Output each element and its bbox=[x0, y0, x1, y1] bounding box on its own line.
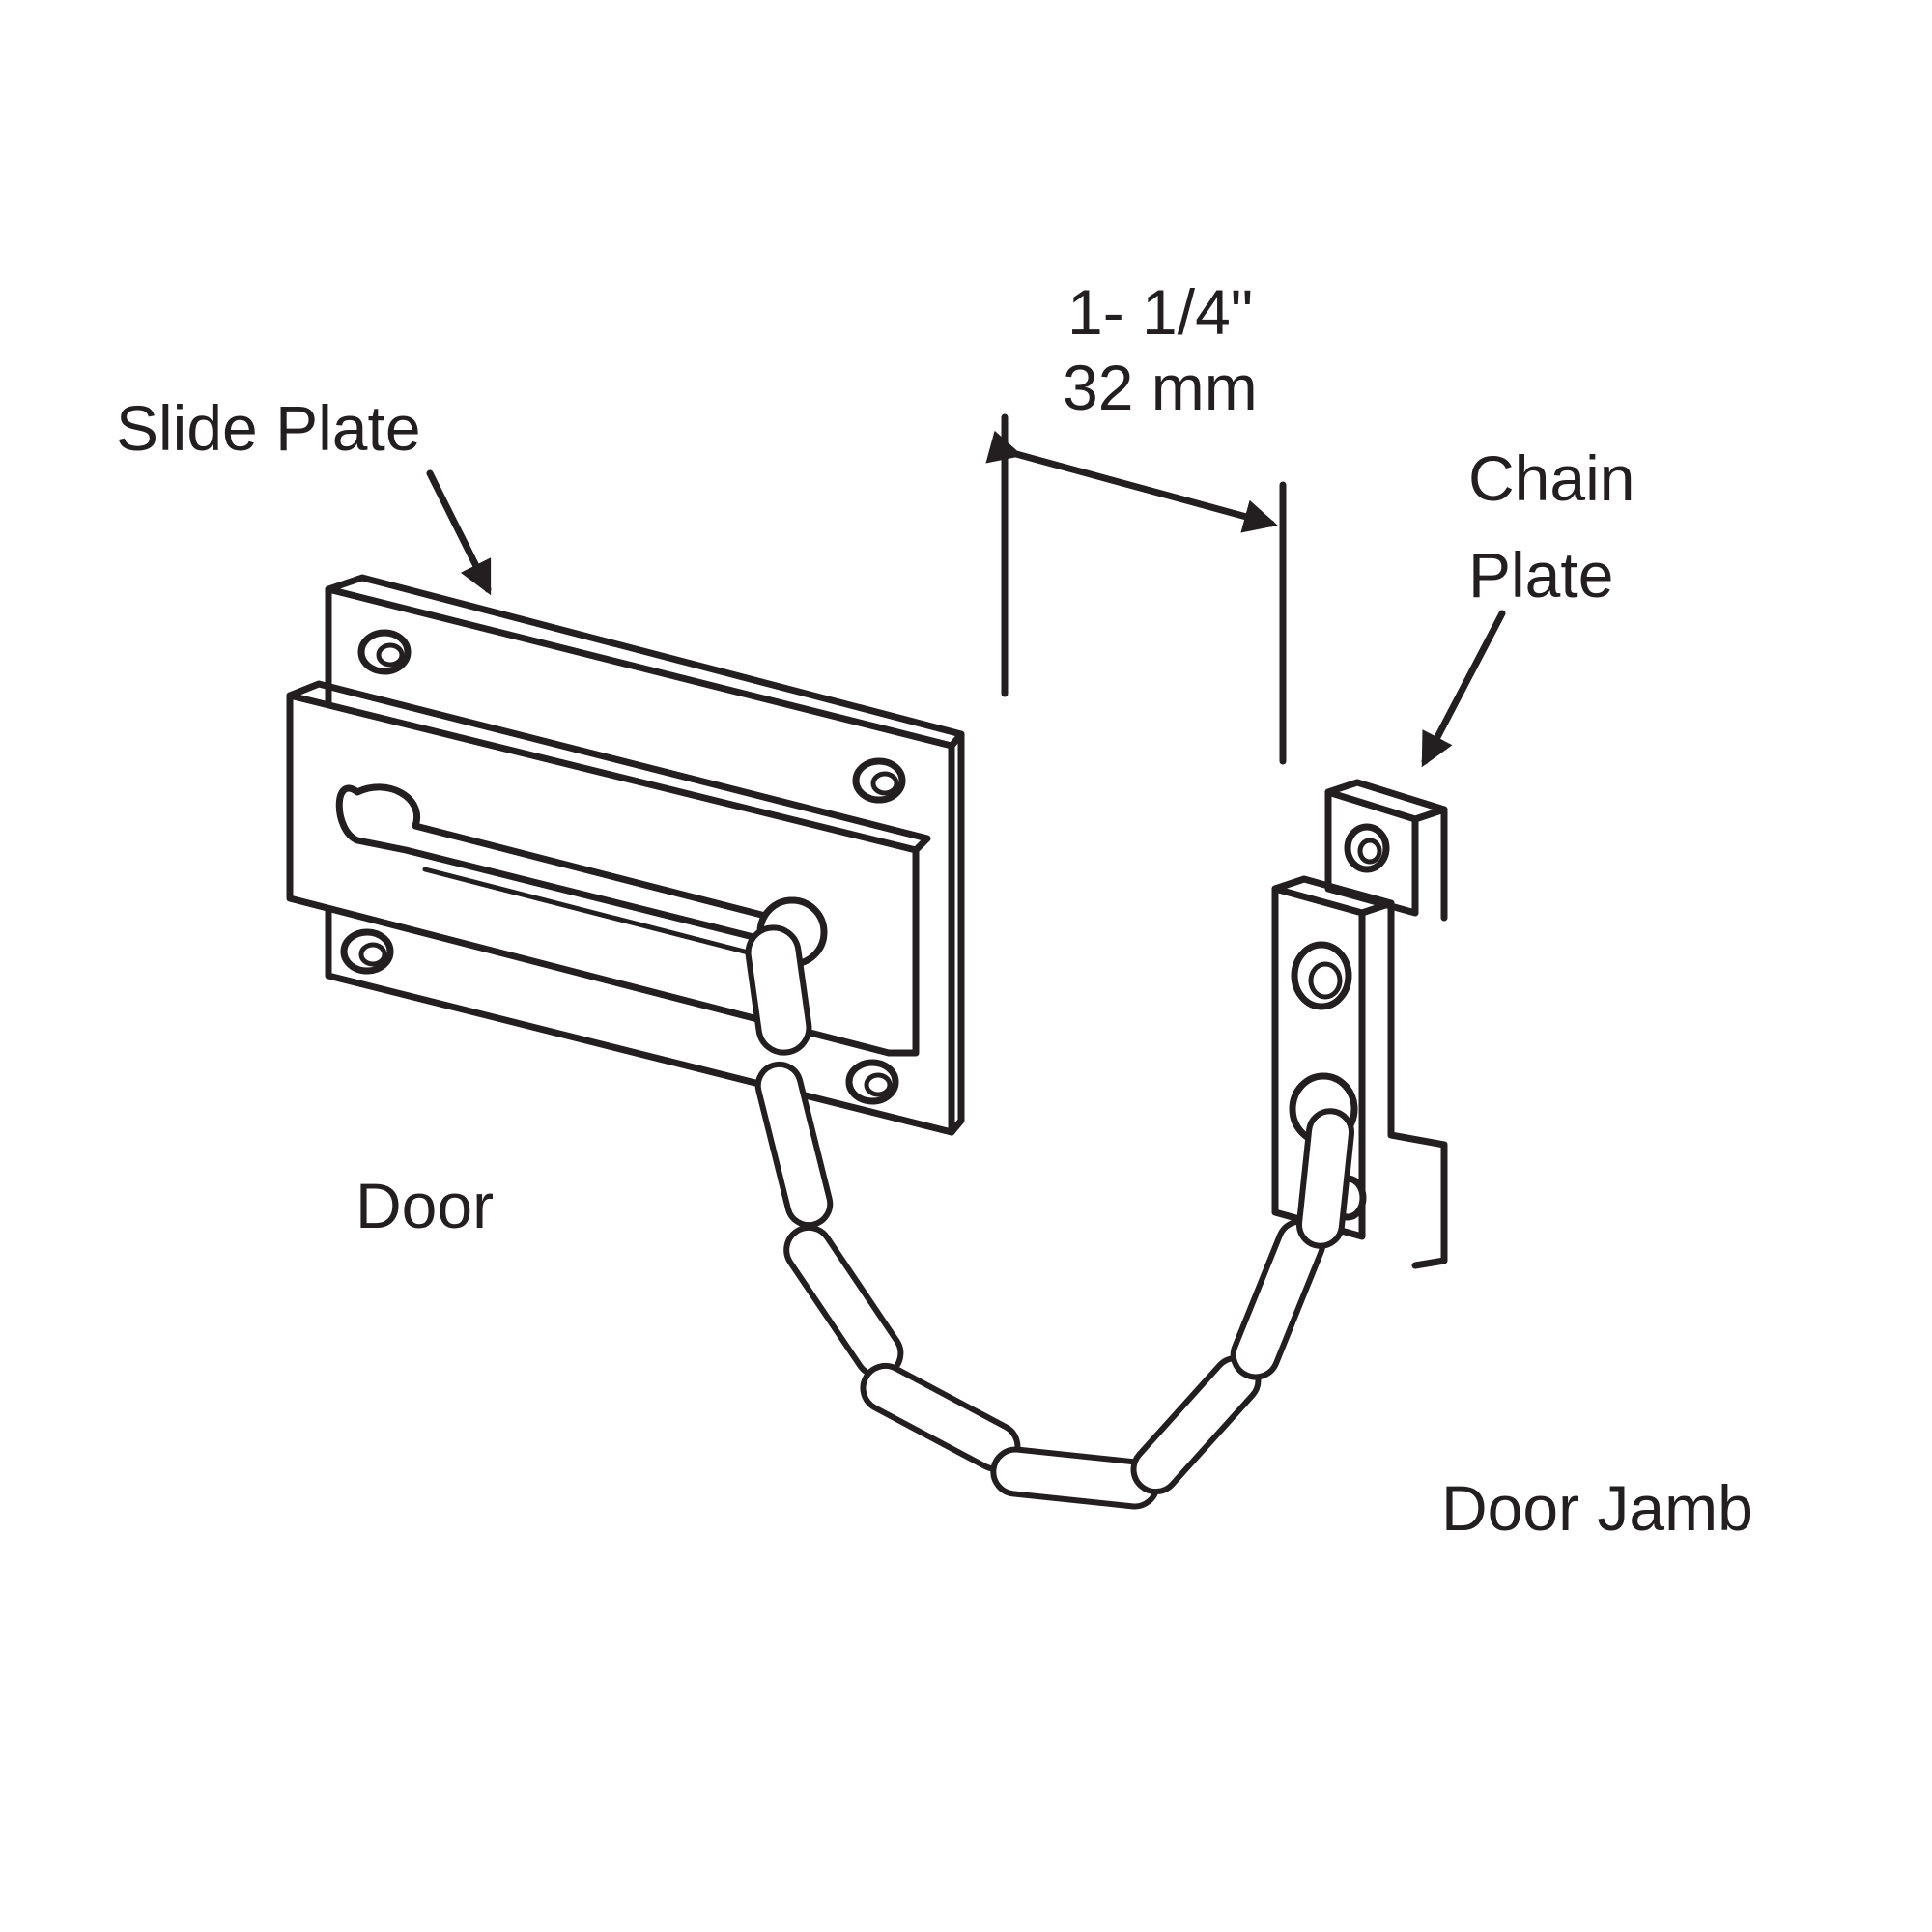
chain bbox=[745, 924, 1355, 1510]
chain-plate-label-line2: Plate bbox=[1468, 539, 1614, 611]
screw-hole-icon bbox=[357, 629, 412, 675]
chain-plate-label-line1: Chain bbox=[1468, 442, 1635, 514]
dimension-metric-label: 32 mm bbox=[1063, 352, 1258, 423]
slide-plate bbox=[286, 574, 965, 1136]
screw-hole-icon bbox=[1291, 941, 1352, 1010]
screw-hole-icon bbox=[852, 757, 906, 804]
dimension-imperial-label: 1- 1/4" bbox=[1067, 276, 1254, 348]
door-label: Door bbox=[355, 1170, 495, 1241]
dimension-markers bbox=[985, 413, 1287, 765]
slide-plate-arrow bbox=[426, 469, 492, 596]
screw-hole-icon bbox=[845, 1059, 899, 1105]
door-jamb-label: Door Jamb bbox=[1441, 1472, 1753, 1544]
chain-plate-arrow bbox=[1421, 610, 1506, 768]
screw-hole-icon bbox=[340, 928, 394, 975]
slide-plate-label: Slide Plate bbox=[116, 392, 421, 464]
screw-hole-icon bbox=[1344, 823, 1390, 873]
